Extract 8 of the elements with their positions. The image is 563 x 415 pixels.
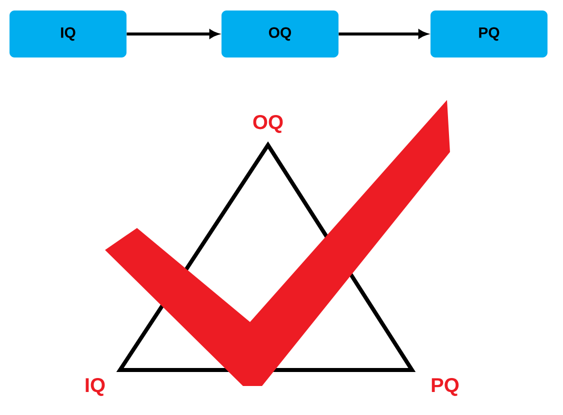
vertex-label: PQ — [432, 378, 459, 396]
arrow — [126, 30, 218, 38]
arrow — [338, 30, 428, 38]
process-box: OQ — [222, 10, 338, 58]
process-box: IQ — [10, 10, 126, 58]
process-box: PQ — [430, 10, 548, 58]
vertex-label: IQ — [86, 378, 105, 396]
vertex-label: OQ — [253, 115, 283, 133]
